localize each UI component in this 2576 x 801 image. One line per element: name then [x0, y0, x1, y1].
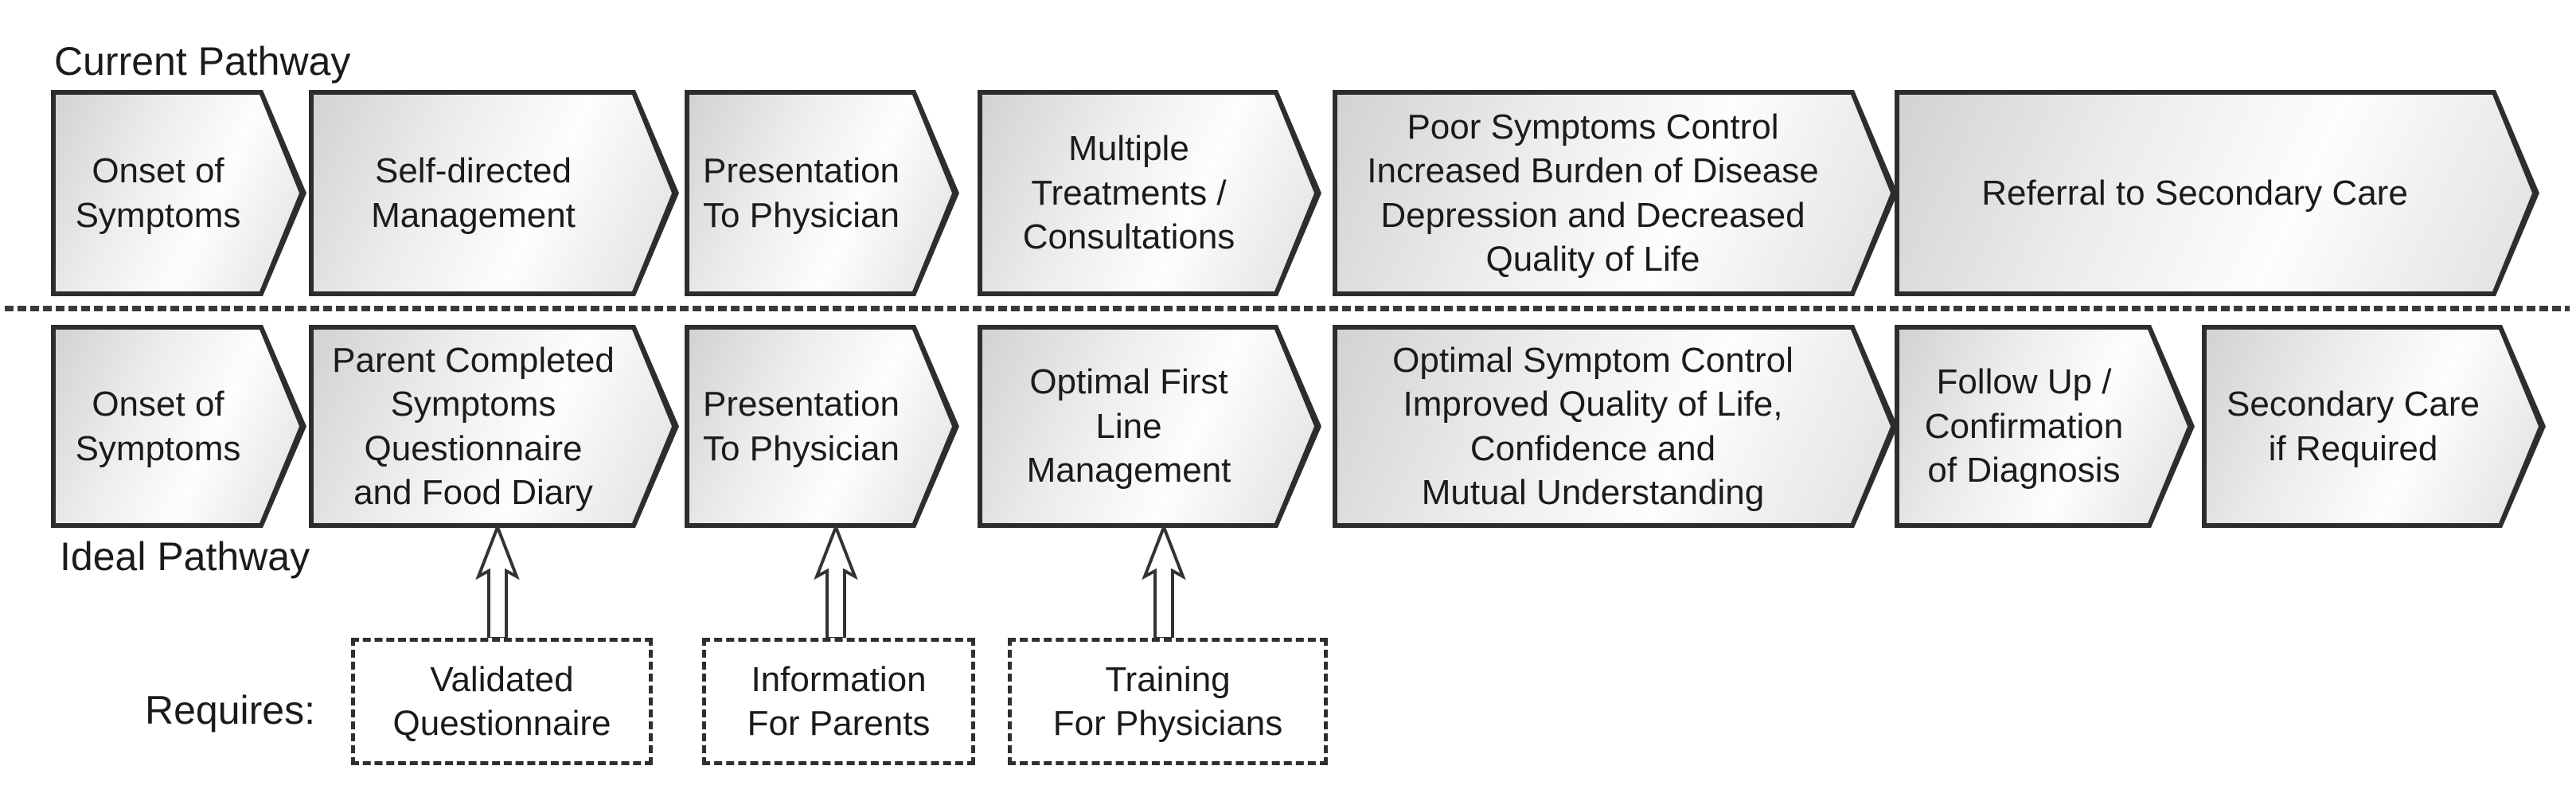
step-label: Follow Up / Confirmation of Diagnosis	[1924, 362, 2124, 490]
step-label: Poor Symptoms Control Increased Burden o…	[1367, 107, 1819, 279]
step-label: Presentation To Physician	[702, 151, 900, 235]
step-label: Self-directed Management	[371, 151, 576, 235]
step-label: Onset of Symptoms	[75, 151, 241, 235]
step-label: Multiple Treatments / Consultations	[1022, 129, 1235, 257]
current-pathway-label: Current Pathway	[54, 39, 351, 84]
step-label: Secondary Care if Required	[2227, 385, 2480, 468]
ideal-step-onset-of-symptoms: Onset of Symptoms	[51, 325, 306, 528]
current-step-poor-symptoms-control: Poor Symptoms Control Increased Burden o…	[1333, 90, 1898, 296]
ideal-step-secondary-care-if-required: Secondary Care if Required	[2202, 325, 2546, 528]
current-step-onset-of-symptoms: Onset of Symptoms	[51, 90, 306, 296]
up-arrow-icon	[814, 526, 858, 640]
current-step-referral-secondary-care: Referral to Secondary Care	[1895, 90, 2539, 296]
ideal-step-presentation-to-physician: Presentation To Physician	[685, 325, 959, 528]
ideal-step-optimal-first-line-management: Optimal First Line Management	[978, 325, 1321, 528]
current-step-presentation-to-physician: Presentation To Physician	[685, 90, 959, 296]
up-arrow-icon	[475, 526, 520, 640]
ideal-step-follow-up-confirmation: Follow Up / Confirmation of Diagnosis	[1895, 325, 2195, 528]
step-label: Optimal Symptom Control Improved Quality…	[1392, 340, 1793, 512]
requires-box-validated-questionnaire: Validated Questionnaire	[351, 638, 653, 765]
current-step-multiple-treatments: Multiple Treatments / Consultations	[978, 90, 1321, 296]
requires-box-training-for-physicians: Training For Physicians	[1008, 638, 1328, 765]
step-label: Onset of Symptoms	[75, 385, 241, 468]
step-label: Optimal First Line Management	[1026, 362, 1231, 490]
ideal-step-optimal-symptom-control: Optimal Symptom Control Improved Quality…	[1333, 325, 1898, 528]
step-label: Presentation To Physician	[702, 385, 900, 468]
step-label: Referral to Secondary Care	[1981, 173, 2408, 213]
ideal-step-parent-questionnaire: Parent Completed Symptoms Questionnaire …	[309, 325, 679, 528]
step-label: Parent Completed Symptoms Questionnaire …	[332, 340, 615, 512]
up-arrow-icon	[1142, 526, 1186, 640]
pathway-separator-dashed-line	[5, 306, 2570, 311]
current-step-self-directed-management: Self-directed Management	[309, 90, 679, 296]
requires-box-information-for-parents: Information For Parents	[702, 638, 975, 765]
ideal-pathway-label: Ideal Pathway	[60, 534, 310, 579]
requires-label: Requires:	[145, 688, 315, 733]
